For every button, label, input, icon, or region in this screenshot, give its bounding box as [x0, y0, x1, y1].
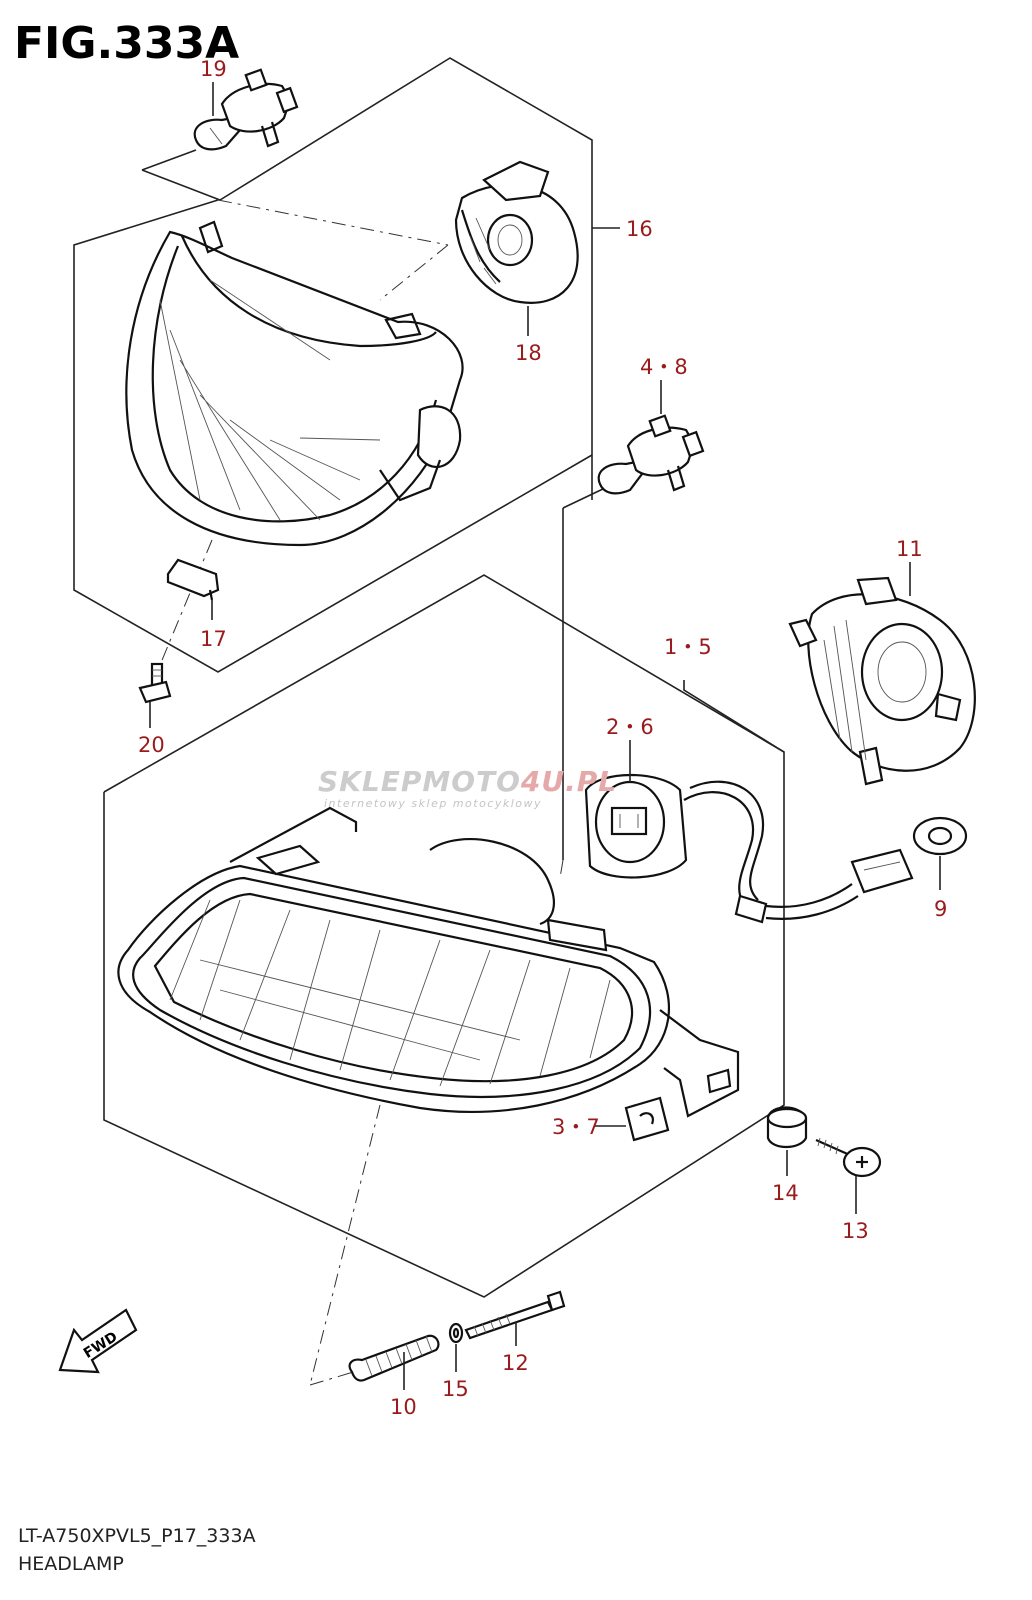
- clip-3-7[interactable]: [624, 1096, 670, 1142]
- clip-17[interactable]: [166, 558, 220, 601]
- grommet-14[interactable]: [766, 1106, 808, 1149]
- figure-title: FIG.333A: [14, 18, 240, 69]
- callout-15: 15: [442, 1377, 469, 1401]
- callout-4-8: 4・8: [640, 355, 688, 379]
- upper-assembly-box: [73, 57, 620, 673]
- callout-17: 17: [200, 627, 227, 651]
- socket-harness-2-6[interactable]: [584, 774, 914, 924]
- washer-15[interactable]: [448, 1322, 464, 1344]
- bulb-19[interactable]: [193, 68, 299, 151]
- callout-10: 10: [390, 1395, 417, 1419]
- callout-1-5: 1・5: [664, 635, 712, 659]
- callout-19: 19: [200, 57, 227, 81]
- callout-11: 11: [896, 537, 923, 561]
- callout-12: 12: [502, 1351, 529, 1375]
- spring-10[interactable]: [348, 1334, 440, 1382]
- forward-arrow: FWD: [58, 1308, 138, 1374]
- grommet-9[interactable]: [912, 816, 968, 856]
- bulb-4-8[interactable]: [597, 414, 705, 495]
- dash-dot-leaders: [159, 199, 564, 1386]
- lower-assembly-box: [103, 487, 785, 1298]
- socket-cover-11[interactable]: [788, 576, 976, 786]
- callout-13: 13: [842, 1219, 869, 1243]
- headlamp-main-lower[interactable]: [117, 806, 740, 1118]
- callout-16: 16: [626, 217, 653, 241]
- callout-14: 14: [772, 1181, 799, 1205]
- callout-numbers: 19 16 18 4・8 11 17 1・5 20 2・6 9 3・7 14 1…: [138, 57, 947, 1419]
- callout-20: 20: [138, 733, 165, 757]
- socket-cover-16[interactable]: [454, 160, 579, 304]
- screw-13[interactable]: [815, 1137, 882, 1178]
- callout-9: 9: [934, 897, 947, 921]
- figure-caption: HEADLAMP: [18, 1553, 124, 1575]
- callout-2-6: 2・6: [606, 715, 654, 739]
- headlamp-housing-upper[interactable]: [125, 220, 464, 547]
- callout-leaders: [149, 82, 941, 1390]
- bolt-20[interactable]: [138, 662, 172, 704]
- model-code: LT-A750XPVL5_P17_333A: [18, 1525, 256, 1547]
- adjuster-screw-12[interactable]: [464, 1290, 566, 1340]
- callout-3-7: 3・7: [552, 1115, 600, 1139]
- callout-18: 18: [515, 341, 542, 365]
